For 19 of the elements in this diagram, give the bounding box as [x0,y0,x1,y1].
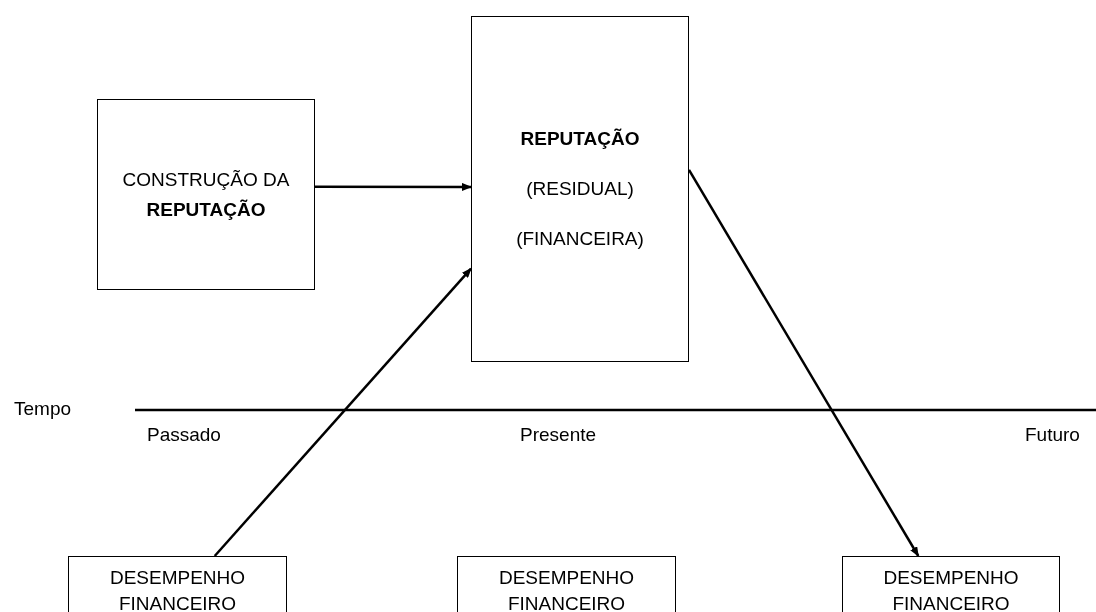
text-box [97,99,315,290]
arrow [213,267,472,557]
box-text: CONSTRUÇÃO DA REPUTAÇÃO [121,167,291,222]
box-text: DESEMPENHO FINANCEIRO [882,566,1020,612]
box-text: REPUTAÇÃO [519,127,641,151]
axis-label: Passado [147,424,221,446]
box-text: (RESIDUAL) [525,177,635,201]
arrow [315,182,472,191]
axis-title: Tempo [14,398,72,420]
box-text: (FINANCEIRA) [515,227,645,251]
text-box [457,556,676,612]
box-text: DESEMPENHO FINANCEIRO [108,566,247,612]
box-text: DESEMPENHO FINANCEIRO [497,566,636,612]
axis-label: Presente [520,424,597,446]
arrow [687,169,920,557]
text-box [68,556,287,612]
axis-label: Futuro [1025,424,1080,446]
text-box [842,556,1060,612]
text-box [471,16,689,362]
